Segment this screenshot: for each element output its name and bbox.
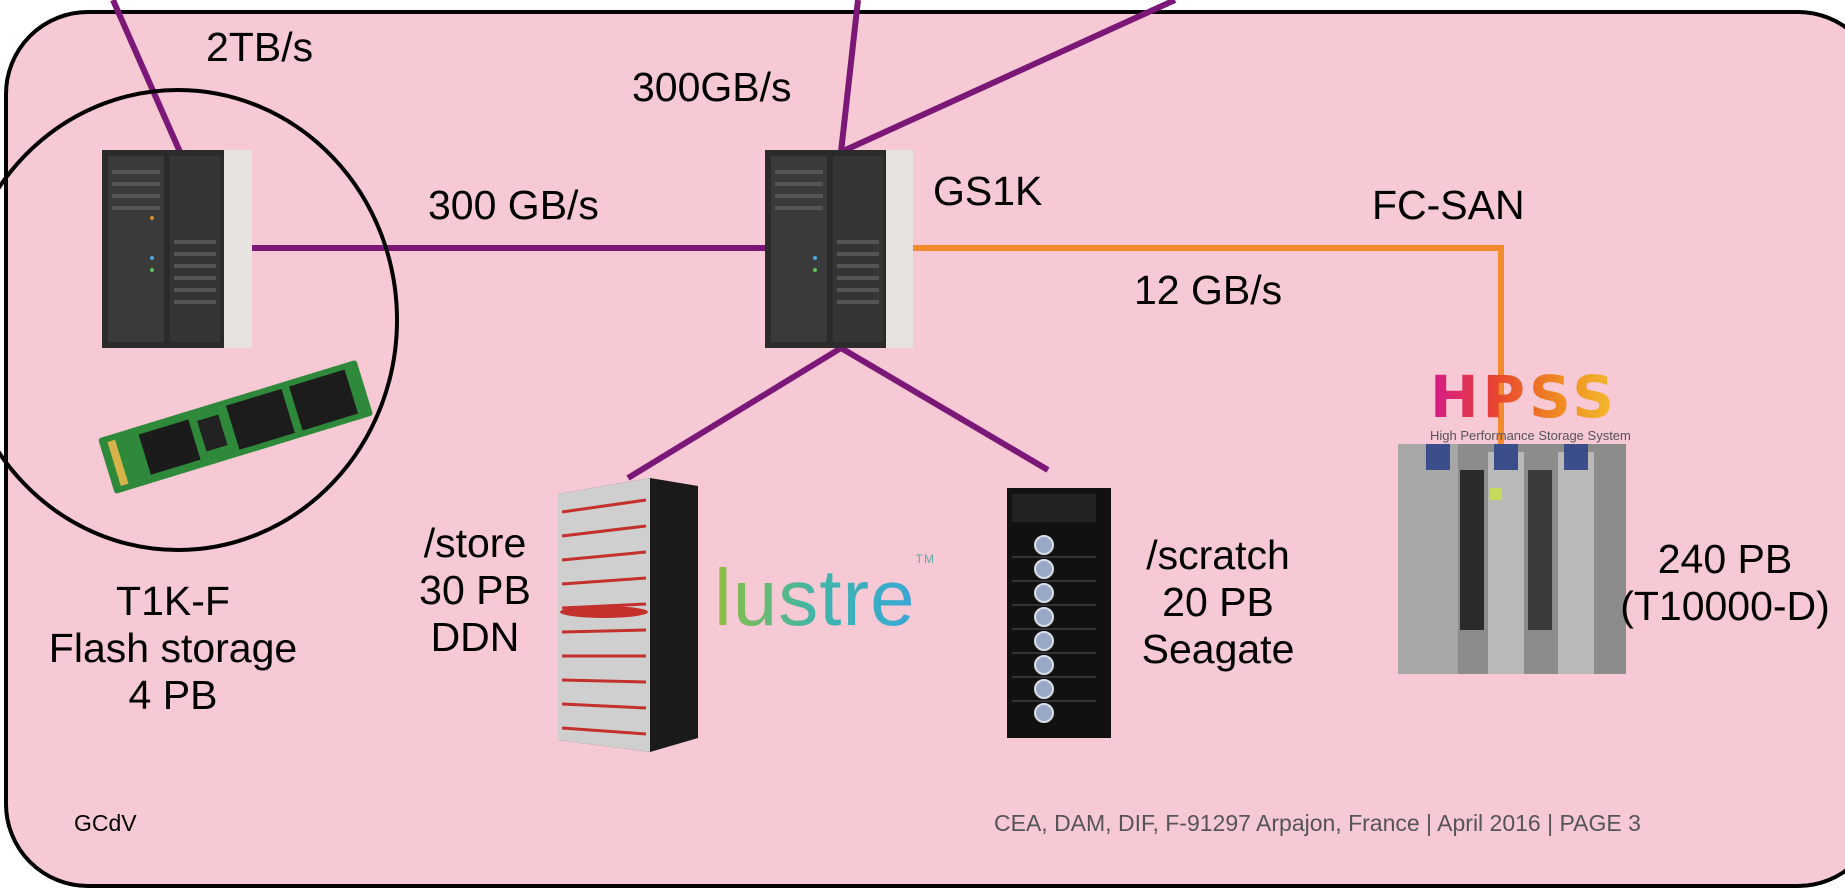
store-label-line-3: DDN xyxy=(430,614,520,661)
flash-label-line-1: T1K-F xyxy=(116,578,230,624)
tape-label-line-1: 240 PB xyxy=(1657,536,1793,582)
tape-library-image xyxy=(1398,444,1626,674)
fc-san-bandwidth-label: 12 GB/s xyxy=(1134,267,1283,313)
scratch-label-line-1: /scratch xyxy=(1146,532,1290,578)
store-label: /store 30 PB DDN xyxy=(400,520,550,661)
scratch-label-line-2: 20 PB xyxy=(1162,579,1274,626)
flash-label-line-2: Flash storage xyxy=(48,625,298,672)
ddn-rack-image xyxy=(558,478,698,752)
link-gs1k-store xyxy=(626,345,843,481)
scratch-label-line-3: Seagate xyxy=(1141,626,1295,673)
link-fc-san xyxy=(912,245,1504,470)
scratch-label: /scratch 20 PB Seagate xyxy=(1118,532,1318,673)
gs1k-rack-image xyxy=(765,150,913,348)
bandwidth-label-flash-link: 300 GB/s xyxy=(428,182,599,228)
hpss-logo: HPSS High Performance Storage System xyxy=(1430,368,1631,443)
store-label-line-2: 30 PB xyxy=(419,567,531,614)
tape-capacity-label: 240 PB (T10000-D) xyxy=(1600,536,1845,630)
link-top-left xyxy=(110,0,183,154)
t1k-rack-image xyxy=(102,150,252,348)
ssd-module-image xyxy=(98,360,373,494)
lustre-trademark: TM xyxy=(915,552,935,566)
store-label-line-1: /store xyxy=(423,520,527,566)
flash-group-ellipse xyxy=(0,88,399,552)
flash-label-line-3: 4 PB xyxy=(128,672,218,719)
link-top-center xyxy=(838,0,861,153)
gs1k-label: GS1K xyxy=(933,168,1043,214)
lustre-logo: lustreTM xyxy=(714,552,935,644)
fc-san-label: FC-SAN xyxy=(1372,182,1525,228)
lustre-logo-text: lustre xyxy=(714,553,916,642)
link-top-right xyxy=(839,0,1177,155)
hpss-logo-text: HPSS xyxy=(1430,368,1631,426)
tape-label-line-2: (T10000-D) xyxy=(1620,583,1830,630)
links xyxy=(110,0,1504,481)
bandwidth-label-top-center: 300GB/s xyxy=(632,64,792,110)
link-gs1k-scratch xyxy=(839,345,1050,473)
footer-info: CEA, DAM, DIF, F-91297 Arpajon, France |… xyxy=(994,810,1641,836)
flash-storage-label: T1K-F Flash storage 4 PB xyxy=(18,578,328,719)
hpss-subtitle: High Performance Storage System xyxy=(1430,428,1631,443)
bandwidth-label-top-left: 2TB/s xyxy=(206,24,314,70)
footer-author: GCdV xyxy=(74,810,137,836)
seagate-rack-image xyxy=(1007,488,1111,738)
